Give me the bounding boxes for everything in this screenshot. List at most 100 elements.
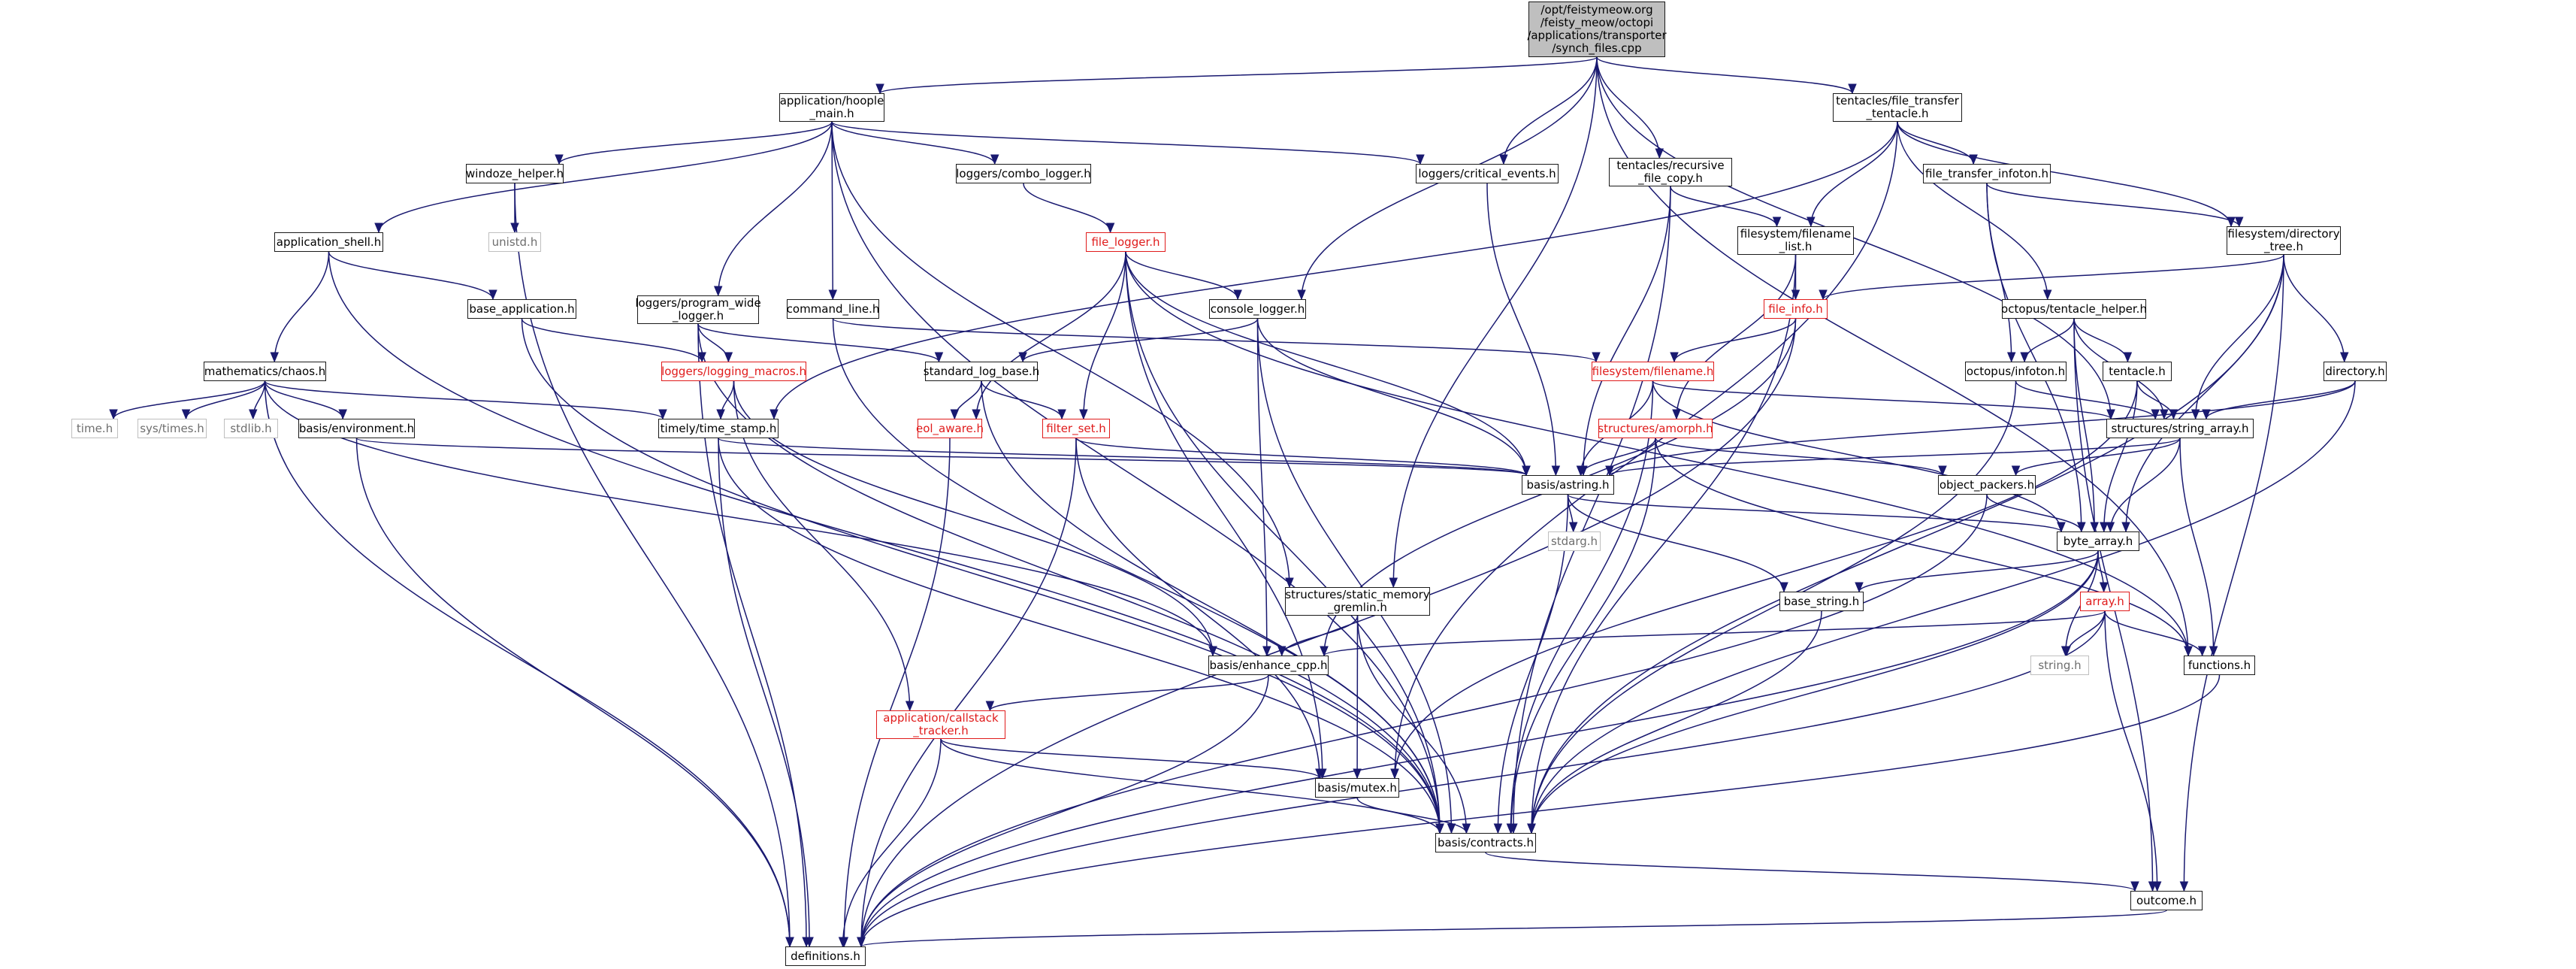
node-base-string[interactable]: base_string.h — [1779, 592, 1864, 611]
node-string-array[interactable]: structures/string_array.h — [2106, 419, 2254, 438]
node-windoze-helper[interactable]: windoze_helper.h — [466, 164, 564, 183]
edge-file_transfer_tentacle-to-time_stamp — [773, 121, 1898, 419]
node-label-line: filesystem/filename.h — [1592, 364, 1714, 378]
edge-time_stamp-to-definitions — [718, 438, 810, 947]
node-directory-tree[interactable]: filesystem/directory_tree.h — [2227, 226, 2341, 255]
node-label-line: string.h — [2038, 658, 2082, 672]
edge-arrowhead — [1779, 582, 1788, 593]
edge-directory_tree-to-file_info — [1822, 254, 2284, 300]
node-amorph[interactable]: structures/amorph.h — [1598, 419, 1713, 438]
node-chaos[interactable]: mathematics/chaos.h — [204, 362, 326, 381]
node-label-line: octopus/tentacle_helper.h — [2001, 301, 2147, 316]
node-label-line: application_shell.h — [276, 235, 382, 249]
node-byte-array[interactable]: byte_array.h — [2057, 531, 2139, 551]
edge-arrowhead — [1592, 352, 1601, 363]
node-logging-macros[interactable]: loggers/logging_macros.h — [661, 362, 806, 381]
edge-arrowhead — [875, 83, 884, 95]
node-file-transfer-infoton[interactable]: file_transfer_infoton.h — [1923, 164, 2051, 183]
node-tentacle[interactable]: tentacle.h — [2103, 362, 2172, 381]
node-label-line: unistd.h — [491, 235, 538, 249]
node-label-line: /applications/transporter — [1527, 29, 1667, 42]
node-label-line: filesystem/directory — [2227, 227, 2340, 241]
edge-tentacle-to-byte_array — [2103, 380, 2138, 532]
edge-file_logger-to-functions — [1125, 251, 2189, 656]
edge-file_transfer_tentacle-to-tentacle_helper — [1897, 121, 2048, 300]
edge-arrowhead — [2011, 465, 2021, 477]
node-static-memory-gremlin[interactable]: structures/static_memory_gremlin.h — [1285, 587, 1430, 616]
node-program-wide-logger[interactable]: loggers/program_wide_logger.h — [635, 295, 761, 324]
node-filename-list[interactable]: filesystem/filename_list.h — [1737, 226, 1854, 255]
edge-arrowhead — [2106, 522, 2115, 533]
edge-root-to-string_array — [1596, 56, 2112, 419]
edge-hoople_main-to-command_line — [831, 121, 834, 300]
edge-arrowhead — [1416, 154, 1425, 165]
edge-file_transfer_tentacle-to-directory_tree — [1897, 121, 2232, 227]
edge-arrowhead — [488, 289, 497, 301]
node-environment[interactable]: basis/environment.h — [298, 419, 415, 438]
node-definitions[interactable]: definitions.h — [785, 946, 866, 966]
node-critical-events[interactable]: loggers/critical_events.h — [1416, 164, 1559, 183]
edge-file_transfer_infoton-to-byte_array — [1986, 183, 2082, 532]
node-command-line[interactable]: command_line.h — [787, 299, 879, 319]
edge-amorph-to-functions — [1655, 438, 2189, 656]
node-standard-log-base[interactable]: standard_log_base.h — [924, 362, 1039, 381]
edge-console_logger-to-contracts — [1256, 318, 1453, 834]
node-console-logger[interactable]: console_logger.h — [1209, 299, 1306, 319]
edge-arrowhead — [1493, 823, 1503, 834]
node-label-line: application/callstack — [883, 711, 999, 725]
node-mutex[interactable]: basis/mutex.h — [1315, 778, 1399, 798]
node-eol-aware[interactable]: eol_aware.h — [916, 419, 984, 438]
node-string-h: string.h — [2030, 656, 2089, 675]
edge-arrowhead — [1277, 646, 1286, 657]
edge-arrowhead — [838, 937, 848, 948]
node-contracts[interactable]: basis/contracts.h — [1435, 833, 1536, 852]
node-recursive-file-copy[interactable]: tentacles/recursive_file_copy.h — [1609, 158, 1732, 186]
node-functions[interactable]: functions.h — [2184, 656, 2255, 675]
edge-object_packers-to-byte_array — [1986, 494, 2082, 532]
edge-arrowhead — [1670, 352, 1679, 363]
edge-arrowhead — [2123, 352, 2133, 363]
node-time-stamp[interactable]: timely/time_stamp.h — [658, 419, 779, 438]
edge-arrowhead — [2043, 289, 2052, 301]
node-file-logger[interactable]: file_logger.h — [1086, 232, 1166, 252]
edge-arrowhead — [905, 701, 915, 712]
edge-arrowhead — [1527, 823, 1536, 834]
node-file-info[interactable]: file_info.h — [1764, 299, 1828, 319]
node-application-shell[interactable]: application_shell.h — [274, 232, 383, 252]
node-array-h[interactable]: array.h — [2080, 592, 2130, 611]
node-combo-logger[interactable]: loggers/combo_logger.h — [956, 164, 1091, 183]
node-enhance-cpp[interactable]: basis/enhance_cpp.h — [1208, 656, 1329, 675]
node-fs-filename[interactable]: filesystem/filename.h — [1592, 362, 1714, 381]
node-base-application[interactable]: base_application.h — [467, 299, 576, 319]
node-outcome[interactable]: outcome.h — [2130, 891, 2203, 910]
edge-root-to-critical_events — [1503, 56, 1598, 165]
edge-arrowhead — [972, 409, 981, 420]
edge-directory_tree-to-string_array — [2194, 254, 2284, 419]
edge-directory-to-string_array — [2206, 380, 2356, 419]
edge-environment-to-definitions — [355, 438, 791, 947]
edge-arrowhead — [724, 352, 733, 363]
node-directory[interactable]: directory.h — [2324, 362, 2387, 381]
edge-astring-to-base_string — [1567, 494, 1785, 592]
edge-mutex-to-contracts — [1356, 797, 1468, 834]
edge-arrowhead — [2121, 522, 2130, 533]
edge-eol_aware-to-definitions — [843, 438, 951, 947]
node-tentacle-helper[interactable]: octopus/tentacle_helper.h — [2001, 299, 2147, 319]
edge-recursive_file_copy-to-astring — [1583, 186, 1671, 476]
edge-hoople_main-to-program_wide_logger — [717, 121, 833, 296]
edge-arrowhead — [1819, 289, 1828, 301]
edge-chaos-to-time_stamp — [264, 380, 664, 419]
edge-arrowhead — [828, 289, 838, 301]
node-infoton[interactable]: octopus/infoton.h — [1965, 362, 2067, 381]
edge-arrowhead — [2020, 352, 2029, 363]
node-object-packers[interactable]: object_packers.h — [1938, 475, 2036, 495]
node-astring[interactable]: basis/astring.h — [1522, 475, 1614, 495]
edge-file_logger-to-mutex — [1125, 251, 1323, 779]
node-file-transfer-tentacle[interactable]: tentacles/file_transfer_tentacle.h — [1833, 93, 1962, 122]
edge-arrowhead — [1018, 352, 1027, 363]
node-callstack-tracker[interactable]: application/callstack_tracker.h — [876, 710, 1005, 739]
node-filter-set[interactable]: filter_set.h — [1042, 419, 1110, 438]
node-hoople-main[interactable]: application/hoople_main.h — [779, 93, 884, 122]
edge-arrowhead — [1389, 577, 1398, 589]
edge-enhance_cpp-to-callstack_tracker — [989, 674, 1269, 711]
